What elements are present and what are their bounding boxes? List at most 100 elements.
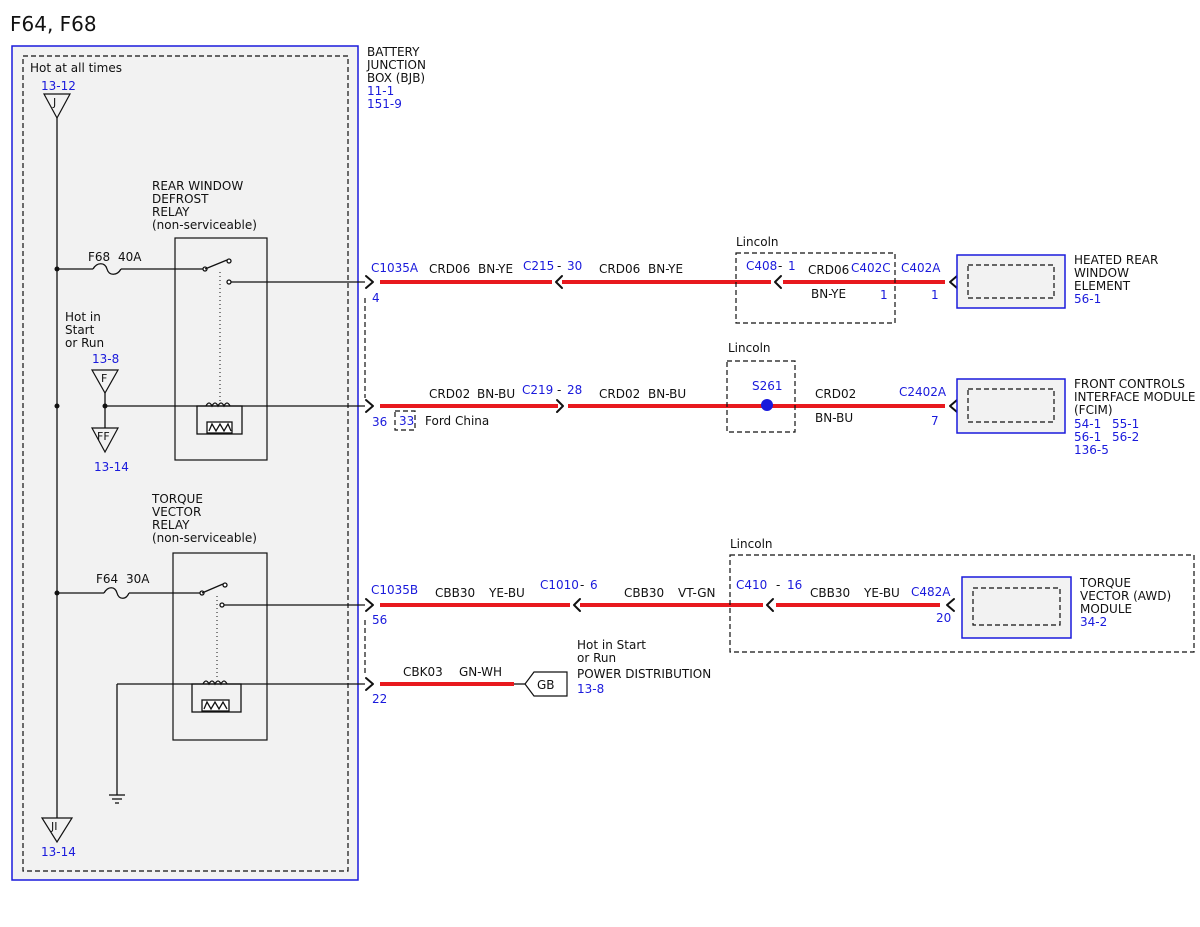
relay1-resistor-icon (208, 422, 232, 433)
bjb-ref-bottom-terminal[interactable]: 13-14 (41, 845, 76, 859)
c3-connector-pin: 20 (936, 611, 951, 625)
fcim-line-3: (FCIM) (1074, 403, 1113, 417)
tvm-line-1: TORQUE (1079, 576, 1131, 590)
c1-c402a[interactable]: C402A (901, 261, 941, 275)
c3-seg2-circuit: CBB30 (624, 586, 664, 600)
terminal-f-triangle (90, 369, 120, 395)
c1-bjb-connector-arrow (365, 275, 374, 289)
c2-connector-pin: 7 (931, 414, 939, 428)
c1-bjb-connector[interactable]: C1035A (371, 261, 419, 275)
c4-bjb-pin: 22 (372, 692, 387, 706)
fcim-ref-5[interactable]: 136-5 (1074, 443, 1109, 457)
relay1-line-4: (non-serviceable) (152, 218, 257, 232)
fcim-ref-2[interactable]: 55-1 (1112, 417, 1139, 431)
c3-inline-pin: 6 (590, 578, 598, 592)
heated-rear-window-box (956, 254, 1066, 309)
relay1-line-1: REAR WINDOW (152, 179, 243, 193)
bjb-name-line-2: JUNCTION (366, 58, 426, 72)
bjb-ref-top-terminal[interactable]: 13-12 (41, 79, 76, 93)
hrw-ref[interactable]: 56-1 (1074, 292, 1101, 306)
terminal-ji-triangle (40, 817, 74, 844)
circuit-crd02: 36 33 Ford China CRD02 BN-BU C219 - 28 C… (364, 298, 1195, 457)
heated-rear-window-inner (967, 264, 1055, 299)
splice-s261-dot (761, 399, 773, 411)
fcim-inner (967, 388, 1055, 423)
c1-bjb-pin: 4 (372, 291, 380, 305)
hrw-line-1: HEATED REAR (1074, 253, 1158, 267)
page-title: F64, F68 (10, 12, 97, 36)
c3-variant: Lincoln (730, 537, 773, 551)
bjb-ref-1[interactable]: 11-1 (367, 84, 394, 98)
c4-note-line-1: Hot in Start (577, 638, 646, 652)
c3-seg1-color: YE-BU (488, 586, 525, 600)
hot-run-line-3: or Run (65, 336, 104, 350)
relay2-coil-frame (191, 683, 242, 713)
fcim-ref-3[interactable]: 56-1 (1074, 430, 1101, 444)
circuit-cbb30: C1035B 56 CBB30 YE-BU C1010 - 6 CBB30 VT… (364, 537, 1195, 676)
relay1-box (174, 237, 268, 461)
terminal-f-letter: F (101, 372, 107, 385)
c2-inline-connector[interactable]: C219 (522, 383, 553, 397)
c3-inline-connector[interactable]: C1010 (540, 578, 579, 592)
c1-lincoln-outline (735, 252, 896, 324)
c3-seg3-circuit: CBB30 (810, 586, 850, 600)
c3-seg2-color: VT-GN (678, 586, 715, 600)
c3-inline-dash: - (580, 578, 584, 592)
c2-seg1-color: BN-BU (477, 387, 515, 401)
c2-inline-pin: 28 (567, 383, 582, 397)
bjb-outline (11, 45, 359, 881)
c2-connector[interactable]: C2402A (899, 385, 947, 399)
c4-circuit: CBK03 (403, 665, 443, 679)
c2-splice[interactable]: S261 (752, 379, 783, 393)
c3-c410-arrow (766, 598, 774, 612)
c2-c2402a-arrow (949, 399, 958, 413)
c3-c410-dash: - (776, 578, 780, 592)
fcim-ref-1[interactable]: 54-1 (1074, 417, 1101, 431)
c2-inline-arrow (556, 399, 564, 413)
c2-seg3-circuit: CRD02 (815, 387, 856, 401)
fcim-ref-4[interactable]: 56-2 (1112, 430, 1139, 444)
c2-seg1-circuit: CRD02 (429, 387, 470, 401)
bjb-ref-2[interactable]: 151-9 (367, 97, 402, 111)
c2-inline-dash: - (557, 383, 561, 397)
c3-bjb-connector[interactable]: C1035B (371, 583, 418, 597)
rear-window-defrost-relay: REAR WINDOW DEFROST RELAY (non-serviceab… (54, 179, 365, 461)
hot-run-ref-bottom[interactable]: 13-14 (94, 460, 129, 474)
c1-c408-arrow (774, 275, 782, 289)
hot-run-ref-top[interactable]: 13-8 (92, 352, 119, 366)
terminal-j-letter: J (52, 96, 56, 109)
c1-c408-dash: - (778, 259, 782, 273)
c3-lincoln-outline (729, 554, 1195, 653)
c1-inline-pin: 30 (567, 259, 582, 273)
relay2-line-3: RELAY (152, 518, 190, 532)
c1-c408[interactable]: C408 (746, 259, 777, 273)
relay2-line-4: (non-serviceable) (152, 531, 257, 545)
c1-seg2-color: BN-YE (648, 262, 683, 276)
circuit-crd06: C1035A 4 CRD06 BN-YE C215 - 30 CRD06 BN-… (365, 235, 1158, 324)
hot-in-start-run-feed: Hot in Start or Run 13-8 F FF 13-14 (65, 310, 129, 474)
c4-note-ref[interactable]: 13-8 (577, 682, 604, 696)
bjb-name-line-1: BATTERY (367, 45, 420, 59)
c1-c402c-pin: 1 (880, 288, 888, 302)
c3-bjb-pin: 56 (372, 613, 387, 627)
torque-vector-relay: TORQUE VECTOR RELAY (non-serviceable) F6… (54, 492, 365, 804)
c1-seg2-circuit: CRD06 (599, 262, 640, 276)
circuit-cbk03: 22 CBK03 GN-WH GB Hot in Start or Run PO… (365, 638, 711, 706)
relay1-line-2: DEFROST (152, 192, 209, 206)
c1-inline-dash: - (557, 259, 561, 273)
relay2-line-1: TORQUE (151, 492, 203, 506)
c1-c402c[interactable]: C402C (851, 261, 891, 275)
c2-alt-pin-box (394, 410, 416, 431)
fuse-f68-name: F68 (88, 250, 110, 264)
c3-c410[interactable]: C410 (736, 578, 767, 592)
fcim-line-1: FRONT CONTROLS (1074, 377, 1185, 391)
tvm-ref[interactable]: 34-2 (1080, 615, 1107, 629)
terminal-ff-letter: FF (97, 430, 110, 443)
fuse-f64-icon (103, 587, 130, 599)
c3-connector[interactable]: C482A (911, 585, 951, 599)
c4-color: GN-WH (459, 665, 502, 679)
c1-c402a-arrow (949, 275, 958, 289)
c4-note-line-3: POWER DISTRIBUTION (577, 667, 711, 681)
c1-inline-connector[interactable]: C215 (523, 259, 554, 273)
c2-alt-pin: 33 (399, 414, 414, 428)
